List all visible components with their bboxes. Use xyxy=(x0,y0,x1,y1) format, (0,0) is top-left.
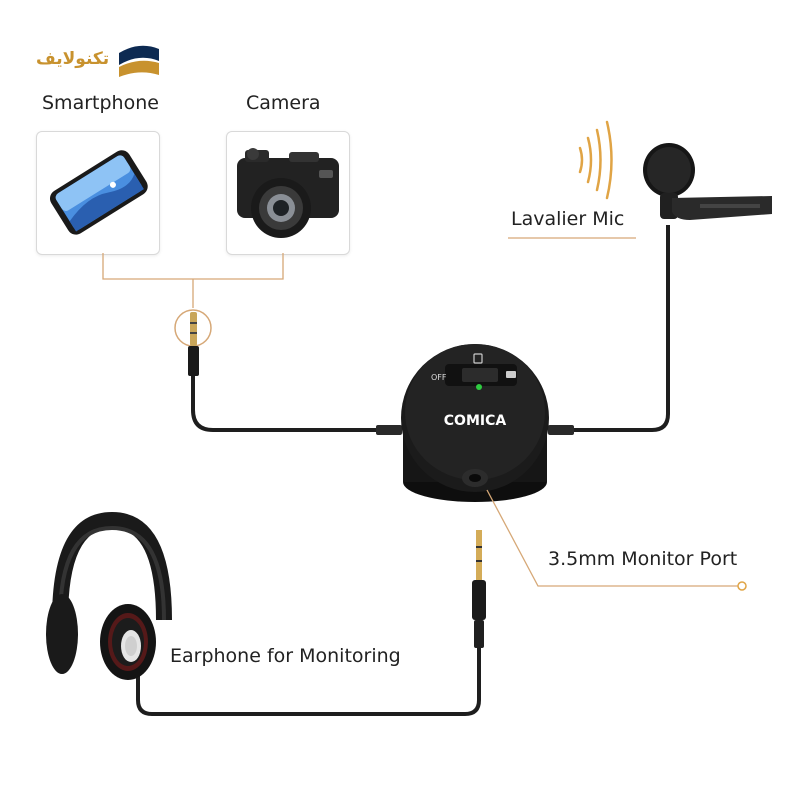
input-plug-icon xyxy=(188,312,199,376)
headphone-cable xyxy=(136,648,481,716)
device-brand-label: COMICA xyxy=(444,413,507,429)
camera-label: Camera xyxy=(246,92,321,114)
brand-logo: تکنولایف xyxy=(36,38,161,80)
comica-device xyxy=(401,344,549,502)
monitor-port-leader-line xyxy=(486,489,742,587)
earphone-label: Earphone for Monitoring xyxy=(170,645,401,667)
camera-card xyxy=(226,131,350,255)
input-cable xyxy=(191,376,400,432)
camera-icon xyxy=(237,148,339,238)
mic-cable-strain-relief xyxy=(548,425,574,435)
headphones-icon xyxy=(46,511,172,680)
leader-dot-icon xyxy=(737,581,747,591)
lavalier-mic-label: Lavalier Mic xyxy=(511,208,625,230)
brand-logo-icon xyxy=(119,45,160,77)
input-cable-strain-relief xyxy=(376,425,402,435)
phone-mode-icon xyxy=(473,353,483,364)
switch-off-label: OFF xyxy=(431,373,447,382)
camera-mode-icon xyxy=(506,371,516,378)
monitor-port-label: 3.5mm Monitor Port xyxy=(548,548,738,570)
sound-waves-icon xyxy=(578,120,613,200)
lavalier-mic-icon xyxy=(643,143,772,220)
mic-cable xyxy=(550,225,670,432)
status-led xyxy=(476,384,482,390)
smartphone-card xyxy=(36,131,160,255)
smartphone-icon xyxy=(49,150,148,235)
output-plug-icon xyxy=(472,530,486,648)
smartphone-label: Smartphone xyxy=(42,92,159,114)
brand-logo-text: تکنولایف xyxy=(36,49,110,69)
